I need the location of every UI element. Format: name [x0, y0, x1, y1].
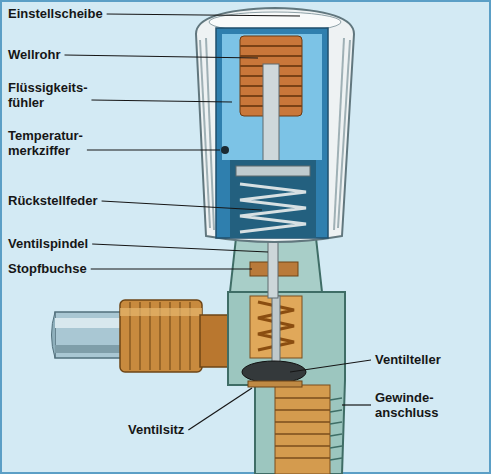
leader-line: [188, 388, 252, 430]
leader-line: [290, 360, 371, 372]
part-label: Wellrohr: [8, 47, 61, 62]
leader-line: [92, 244, 268, 252]
leader-line: [342, 404, 371, 405]
pipe-connection: [52, 300, 241, 372]
leader-line: [91, 100, 232, 102]
leader-lines: [65, 14, 372, 430]
leader-line: [102, 201, 262, 210]
leader-line: [91, 268, 252, 269]
part-label: Gewinde- anschluss: [375, 390, 439, 420]
leader-line: [107, 14, 300, 16]
leader-line: [65, 55, 259, 58]
part-label: Ventilsitz: [128, 422, 184, 437]
part-label: Temperatur- merkziffer: [8, 128, 83, 158]
valve-neck: [230, 238, 322, 298]
valve-body: [228, 292, 345, 474]
part-label: Stopfbuchse: [8, 261, 87, 276]
part-label: Ventilteller: [375, 352, 441, 367]
thermostat-head: [196, 8, 354, 242]
leader-line: [87, 149, 220, 150]
part-label: Ventilspindel: [8, 236, 88, 251]
part-label: Einstellscheibe: [8, 6, 103, 21]
part-label: Rückstellfeder: [8, 193, 98, 208]
part-label: Flüssigkeits- fühler: [8, 80, 87, 110]
